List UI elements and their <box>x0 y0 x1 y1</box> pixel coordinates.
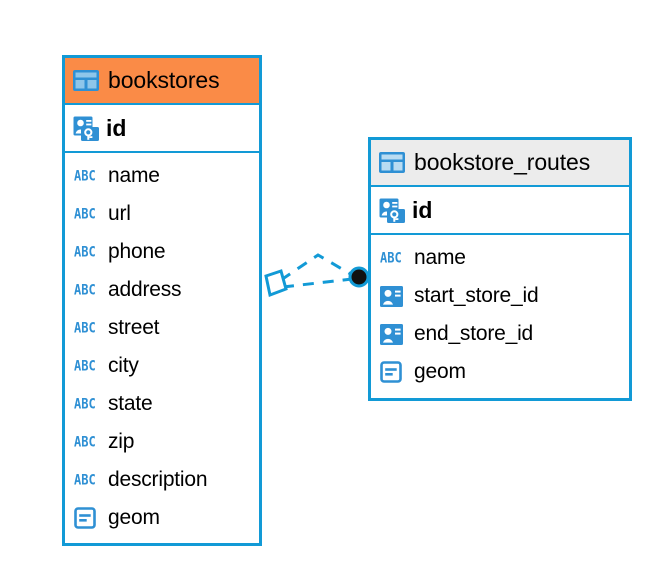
primary-key-row[interactable]: id <box>371 187 629 235</box>
field-label: url <box>108 202 131 225</box>
field-label: zip <box>108 430 135 453</box>
field-row[interactable]: ABC state <box>65 385 259 423</box>
text-type-icon: ABC <box>74 433 96 451</box>
field-row[interactable]: geom <box>371 353 629 391</box>
table-grid-icon <box>73 70 99 91</box>
primary-key-label: id <box>412 196 433 223</box>
text-type-icon: ABC <box>380 249 402 267</box>
field-row[interactable]: start_store_id <box>371 277 629 315</box>
foreign-key-icon <box>380 323 406 345</box>
entity-header[interactable]: bookstore_routes <box>371 140 629 187</box>
field-row[interactable]: ABC zip <box>65 423 259 461</box>
field-label: name <box>108 164 160 187</box>
field-row[interactable]: end_store_id <box>371 315 629 353</box>
entity-table-bookstore-routes[interactable]: bookstore_routes id ABC <box>368 137 632 401</box>
diamond-endpoint <box>264 269 288 298</box>
relationship-line-upper <box>280 253 355 282</box>
table-grid-icon <box>379 152 405 173</box>
entity-title: bookstores <box>108 67 220 93</box>
field-label: address <box>108 278 182 301</box>
field-list: ABC name start_store_id <box>371 235 629 391</box>
entity-title: bookstore_routes <box>414 149 591 175</box>
field-row[interactable]: ABC url <box>65 195 259 233</box>
field-label: state <box>108 392 153 415</box>
field-label: name <box>414 246 466 269</box>
primary-key-icon <box>73 115 99 141</box>
text-type-icon: ABC <box>74 357 96 375</box>
field-row[interactable]: geom <box>65 499 259 537</box>
field-label: geom <box>414 360 466 383</box>
field-row[interactable]: ABC phone <box>65 233 259 271</box>
field-row[interactable]: ABC name <box>371 239 629 277</box>
field-row[interactable]: ABC description <box>65 461 259 499</box>
field-label: street <box>108 316 160 339</box>
primary-key-row[interactable]: id <box>65 105 259 153</box>
field-row[interactable]: ABC street <box>65 309 259 347</box>
entity-table-bookstores[interactable]: bookstores id ABC <box>62 55 262 546</box>
field-row[interactable]: ABC name <box>65 157 259 195</box>
text-type-icon: ABC <box>74 319 96 337</box>
field-label: end_store_id <box>414 322 534 345</box>
geometry-type-icon <box>74 507 100 529</box>
text-type-icon: ABC <box>74 205 96 223</box>
field-label: geom <box>108 506 160 529</box>
field-label: start_store_id <box>414 284 539 307</box>
text-type-icon: ABC <box>74 281 96 299</box>
field-label: description <box>108 468 208 491</box>
geometry-type-icon <box>380 361 406 383</box>
filled-circle-endpoint <box>348 266 370 288</box>
text-type-icon: ABC <box>74 395 96 413</box>
field-label: city <box>108 354 139 377</box>
primary-key-icon <box>379 197 405 223</box>
text-type-icon: ABC <box>74 471 96 489</box>
field-list: ABC name ABC url ABC phone ABC address A… <box>65 153 259 537</box>
text-type-icon: ABC <box>74 167 96 185</box>
foreign-key-icon <box>380 285 406 307</box>
field-row[interactable]: ABC address <box>65 271 259 309</box>
field-label: phone <box>108 240 166 263</box>
primary-key-label: id <box>106 114 127 141</box>
entity-header[interactable]: bookstores <box>65 58 259 105</box>
text-type-icon: ABC <box>74 243 96 261</box>
relationship-line-lower <box>282 277 353 289</box>
field-row[interactable]: ABC city <box>65 347 259 385</box>
